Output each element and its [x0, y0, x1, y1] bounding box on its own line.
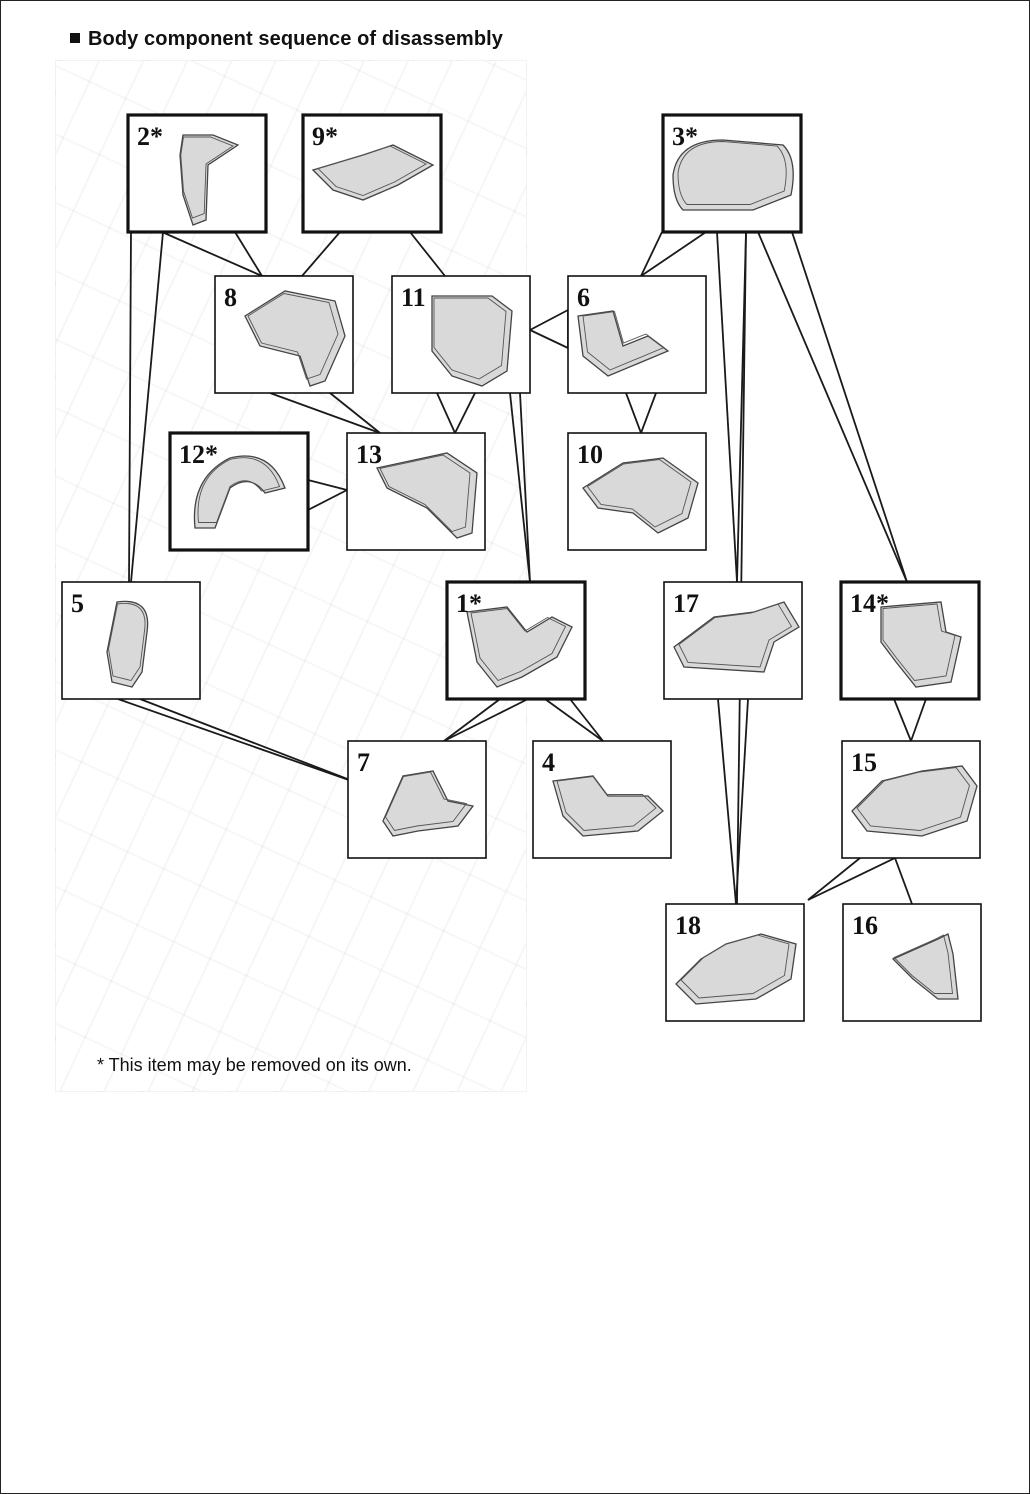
connector-1-to-7	[444, 699, 528, 741]
component-label: 12*	[179, 440, 218, 469]
component-box-9: 9*	[303, 115, 441, 232]
component-label: 15	[851, 748, 877, 777]
connector-11-to-1	[510, 393, 530, 582]
component-label: 3*	[672, 122, 698, 151]
connector-11-to-13	[455, 393, 475, 433]
connector-6-to-10	[626, 393, 641, 433]
connector-6-to-10	[641, 393, 656, 433]
component-box-12: 12*	[170, 433, 308, 550]
connector-14-to-15	[911, 699, 926, 741]
connector-3-to-17	[717, 232, 737, 582]
component-label: 2*	[137, 122, 163, 151]
component-box-2: 2*	[128, 115, 266, 232]
component-box-6: 6	[568, 276, 706, 393]
component-label: 5	[71, 589, 84, 618]
component-label: 14*	[850, 589, 889, 618]
component-label: 17	[673, 589, 699, 618]
component-box-10: 10	[568, 433, 706, 550]
component-box-17: 17	[664, 582, 802, 699]
connector-12-to-13	[308, 490, 347, 510]
component-box-13: 13	[347, 433, 485, 550]
component-box-15: 15	[842, 741, 980, 858]
component-label: 10	[577, 440, 603, 469]
connector-14-to-15	[894, 699, 911, 741]
footnote: * This item may be removed on its own.	[97, 1055, 412, 1076]
connector-2-to-5	[131, 232, 163, 582]
component-box-1: 1*	[447, 582, 585, 699]
component-label: 9*	[312, 122, 338, 151]
connector-11-to-1	[520, 393, 530, 582]
component-box-11: 11	[392, 276, 530, 393]
connector-1-to-7	[444, 699, 500, 741]
component-box-16: 16	[843, 904, 981, 1021]
component-box-4: 4	[533, 741, 671, 858]
component-label: 8	[224, 283, 237, 312]
connector-9-to-8	[302, 232, 340, 276]
component-box-14: 14*	[841, 582, 979, 699]
connector-5-to-7	[140, 699, 363, 785]
connector-8-to-13	[330, 393, 380, 433]
component-label: 13	[356, 440, 382, 469]
component-label: 1*	[456, 589, 482, 618]
component-label: 18	[675, 911, 701, 940]
component-label: 7	[357, 748, 370, 777]
component-box-8: 8	[215, 276, 353, 393]
connector-11-to-13	[437, 393, 455, 433]
component-label: 16	[852, 911, 878, 940]
component-label: 4	[542, 748, 555, 777]
connector-17-to-18	[718, 699, 736, 904]
component-label: 6	[577, 283, 590, 312]
component-label: 11	[401, 283, 426, 312]
component-boxes: 2* 9* 3* 8 11 6 12* 13 10 5 1* 17 14* 7 4 15 18 16	[62, 115, 981, 1021]
connector-5-to-7	[118, 699, 363, 785]
connector-12-to-13	[308, 480, 347, 490]
component-box-5: 5	[62, 582, 200, 699]
connector-9-to-11	[410, 232, 445, 276]
connector-11-to-6	[530, 310, 568, 330]
connector-3-to-14	[758, 232, 907, 582]
component-box-7: 7	[348, 741, 486, 858]
component-box-3: 3*	[663, 115, 801, 232]
connector-3-to-14	[792, 232, 907, 582]
connector-2-to-8	[162, 232, 262, 276]
connector-15-to-16	[895, 858, 912, 904]
connector-2-to-5	[129, 232, 131, 582]
connector-11-to-6	[530, 330, 568, 348]
connector-8-to-13	[270, 393, 380, 433]
component-box-18: 18	[666, 904, 804, 1021]
